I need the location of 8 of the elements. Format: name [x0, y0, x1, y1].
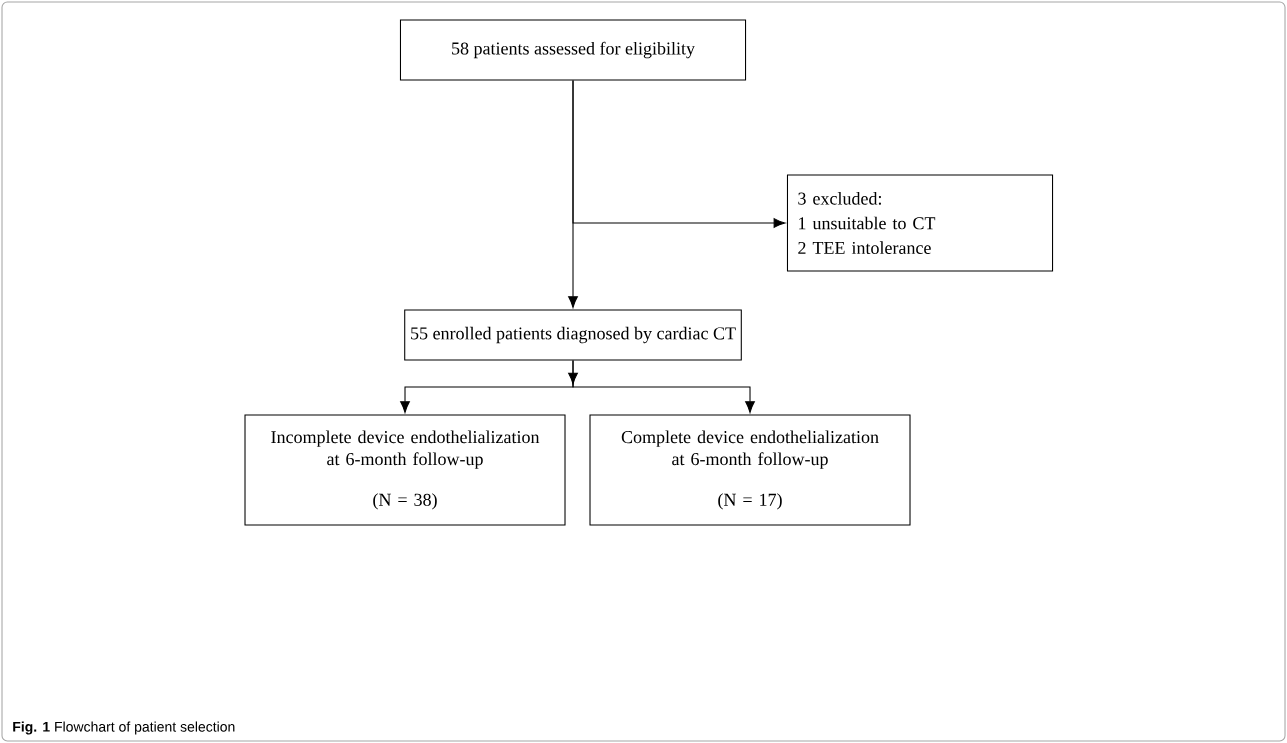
process-box: Incomplete device endothelialization at 6-month follow-up (N = 38): [244, 414, 566, 526]
process-box: 55 enrolled patients diagnosed by cardiac CT: [404, 309, 742, 361]
process-box: 3 excluded: 1 unsuitable to CT 2 TEE intolerance: [786, 174, 1054, 272]
caption: Fig. 1 Flowchart of patient selection: [13, 721, 235, 735]
arrow: [572, 360, 755, 413]
arrow: [572, 80, 786, 228]
process-box: Complete device endothelialization at 6-month follow-up (N = 17): [589, 414, 911, 526]
process-box: 58 patients assessed for eligibility: [399, 19, 747, 81]
